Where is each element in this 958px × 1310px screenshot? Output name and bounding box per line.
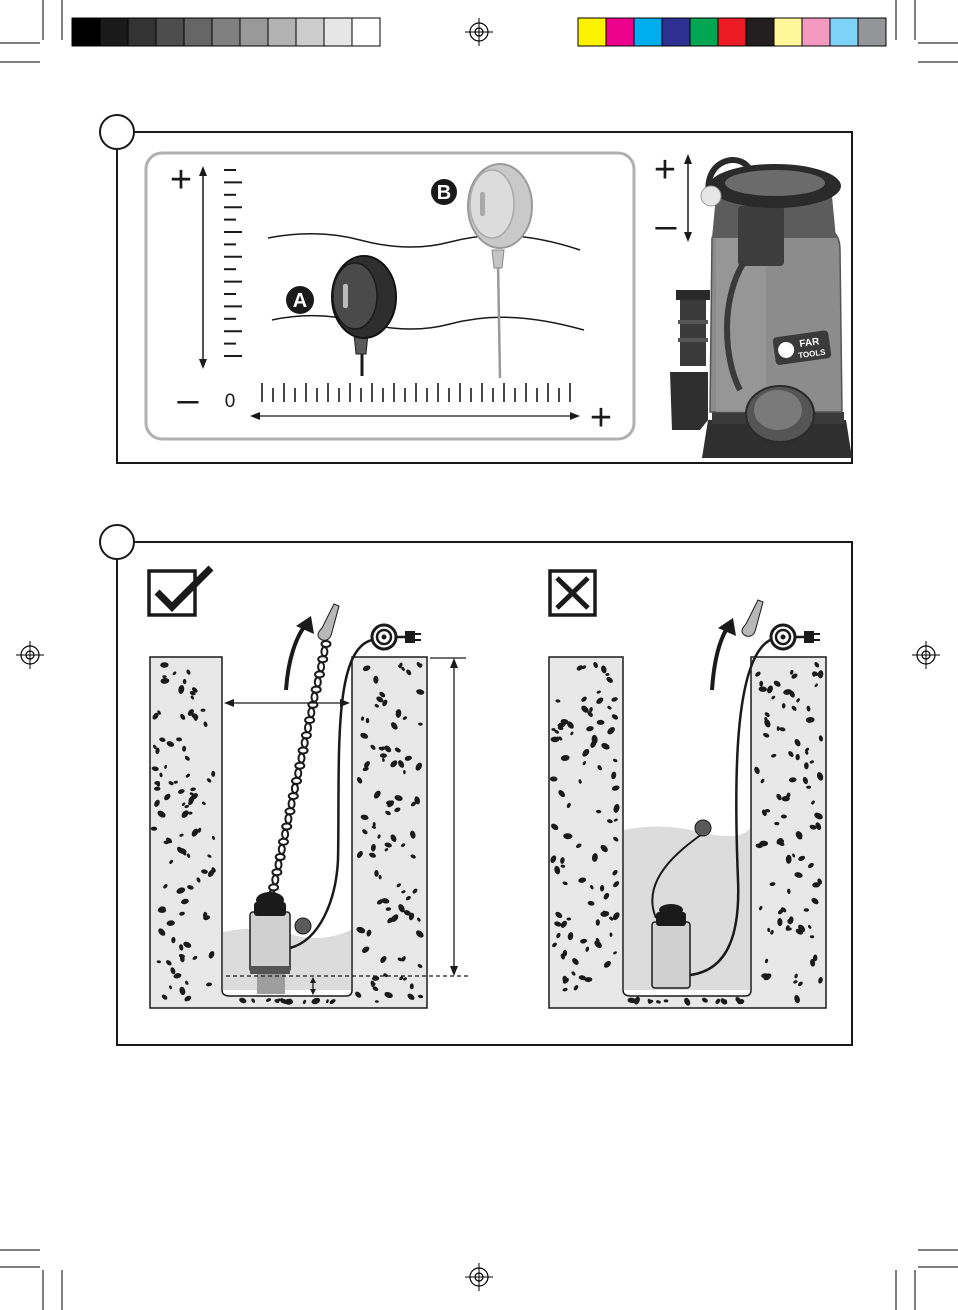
concrete-aggregate xyxy=(804,908,809,912)
concrete-aggregate xyxy=(410,983,414,989)
grayscale-swatch xyxy=(324,18,352,46)
chain-link xyxy=(282,830,288,839)
grayscale-swatch xyxy=(128,18,156,46)
grayscale-swatch xyxy=(240,18,268,46)
lifting-hook-correct xyxy=(318,604,339,640)
pump-height-adjust: + – xyxy=(654,149,692,247)
chain-link xyxy=(299,748,308,754)
chain-link xyxy=(276,860,282,869)
grayscale-swatch xyxy=(352,18,380,46)
horizontal-scale-zero-label: 0 xyxy=(225,391,236,412)
grayscale-swatch xyxy=(100,18,128,46)
color-swatch xyxy=(606,18,634,46)
color-swatch xyxy=(830,18,858,46)
grayscale-swatch xyxy=(212,18,240,46)
vertical-scale-plus-label: + xyxy=(170,159,192,201)
figure-1-number-badge xyxy=(100,115,134,149)
registration-mark-icon xyxy=(465,1263,493,1291)
lift-arrow-incorrect xyxy=(712,624,730,690)
svg-text:A: A xyxy=(293,290,307,312)
chain-link xyxy=(295,769,301,778)
chain-link xyxy=(295,763,304,769)
chain-link xyxy=(308,708,314,717)
color-bar xyxy=(578,18,886,46)
svg-text:B: B xyxy=(437,182,451,204)
color-swatch xyxy=(802,18,830,46)
checkmark-icon xyxy=(149,568,211,615)
lifting-hook-incorrect xyxy=(742,600,763,636)
color-swatch xyxy=(858,18,886,46)
grayscale-swatch xyxy=(268,18,296,46)
grayscale-swatch xyxy=(156,18,184,46)
chain-link xyxy=(285,814,291,823)
pump-adjust-minus-label: – xyxy=(655,205,677,247)
chain-link xyxy=(269,884,278,890)
cable-coil-correct xyxy=(372,625,421,649)
float-incorrect xyxy=(695,820,711,836)
registration-mark-icon xyxy=(912,641,940,669)
chain-link xyxy=(299,754,305,763)
submersible-pump: FAR TOOLS xyxy=(670,160,852,458)
color-swatch xyxy=(746,18,774,46)
cross-icon xyxy=(550,571,595,615)
vertical-scale-minus-label: – xyxy=(177,379,199,421)
figure-1: + – 0 + B xyxy=(100,115,852,463)
chain-link xyxy=(289,793,298,799)
concrete-aggregate xyxy=(551,737,560,743)
cable-coil-incorrect xyxy=(771,625,820,649)
horizontal-scale-plus-label: + xyxy=(590,397,612,439)
float-label-a: A xyxy=(286,286,314,314)
chain-link xyxy=(302,732,311,738)
chain-link xyxy=(289,799,295,808)
chain-link xyxy=(292,784,298,793)
chain-link xyxy=(305,723,311,732)
color-swatch xyxy=(578,18,606,46)
chain-link xyxy=(286,808,295,814)
incorrect-installation-shaft xyxy=(549,600,826,1008)
chain-link xyxy=(302,738,308,747)
figure-2 xyxy=(100,525,852,1045)
chain-link xyxy=(272,875,278,884)
lifting-chain xyxy=(269,641,331,900)
float-correct xyxy=(295,918,311,934)
color-swatch xyxy=(690,18,718,46)
concrete-aggregate xyxy=(759,841,768,847)
pump-incorrect xyxy=(652,904,690,988)
chain-link xyxy=(321,647,327,656)
chain-link xyxy=(312,693,318,702)
grayscale-swatch xyxy=(296,18,324,46)
float-label-b: B xyxy=(431,179,457,205)
grayscale-swatch xyxy=(184,18,212,46)
lift-arrow-correct xyxy=(286,622,308,690)
chain-link xyxy=(315,671,324,677)
chain-link xyxy=(279,845,285,854)
correct-installation-shaft xyxy=(150,604,470,1008)
chain-link xyxy=(315,678,321,687)
registration-mark-icon xyxy=(16,641,44,669)
figure-2-number-badge xyxy=(100,525,134,559)
concrete-aggregate xyxy=(201,709,206,712)
chain-link xyxy=(279,839,288,845)
chain-link xyxy=(292,778,301,784)
chain-link xyxy=(318,656,327,662)
registration-mark-icon xyxy=(465,18,493,46)
chain-link xyxy=(305,717,314,723)
color-swatch xyxy=(662,18,690,46)
grayscale-bar xyxy=(72,18,380,46)
color-swatch xyxy=(774,18,802,46)
chain-link xyxy=(322,641,331,647)
shaft-width-dimension xyxy=(224,699,350,707)
chain-link xyxy=(312,687,321,693)
chain-link xyxy=(276,854,285,860)
color-swatch xyxy=(718,18,746,46)
chain-link xyxy=(282,824,291,830)
chain-link xyxy=(318,662,324,671)
grayscale-swatch xyxy=(72,18,100,46)
pump-adjust-plus-label: + xyxy=(654,149,676,191)
color-swatch xyxy=(634,18,662,46)
chain-link xyxy=(272,869,281,875)
